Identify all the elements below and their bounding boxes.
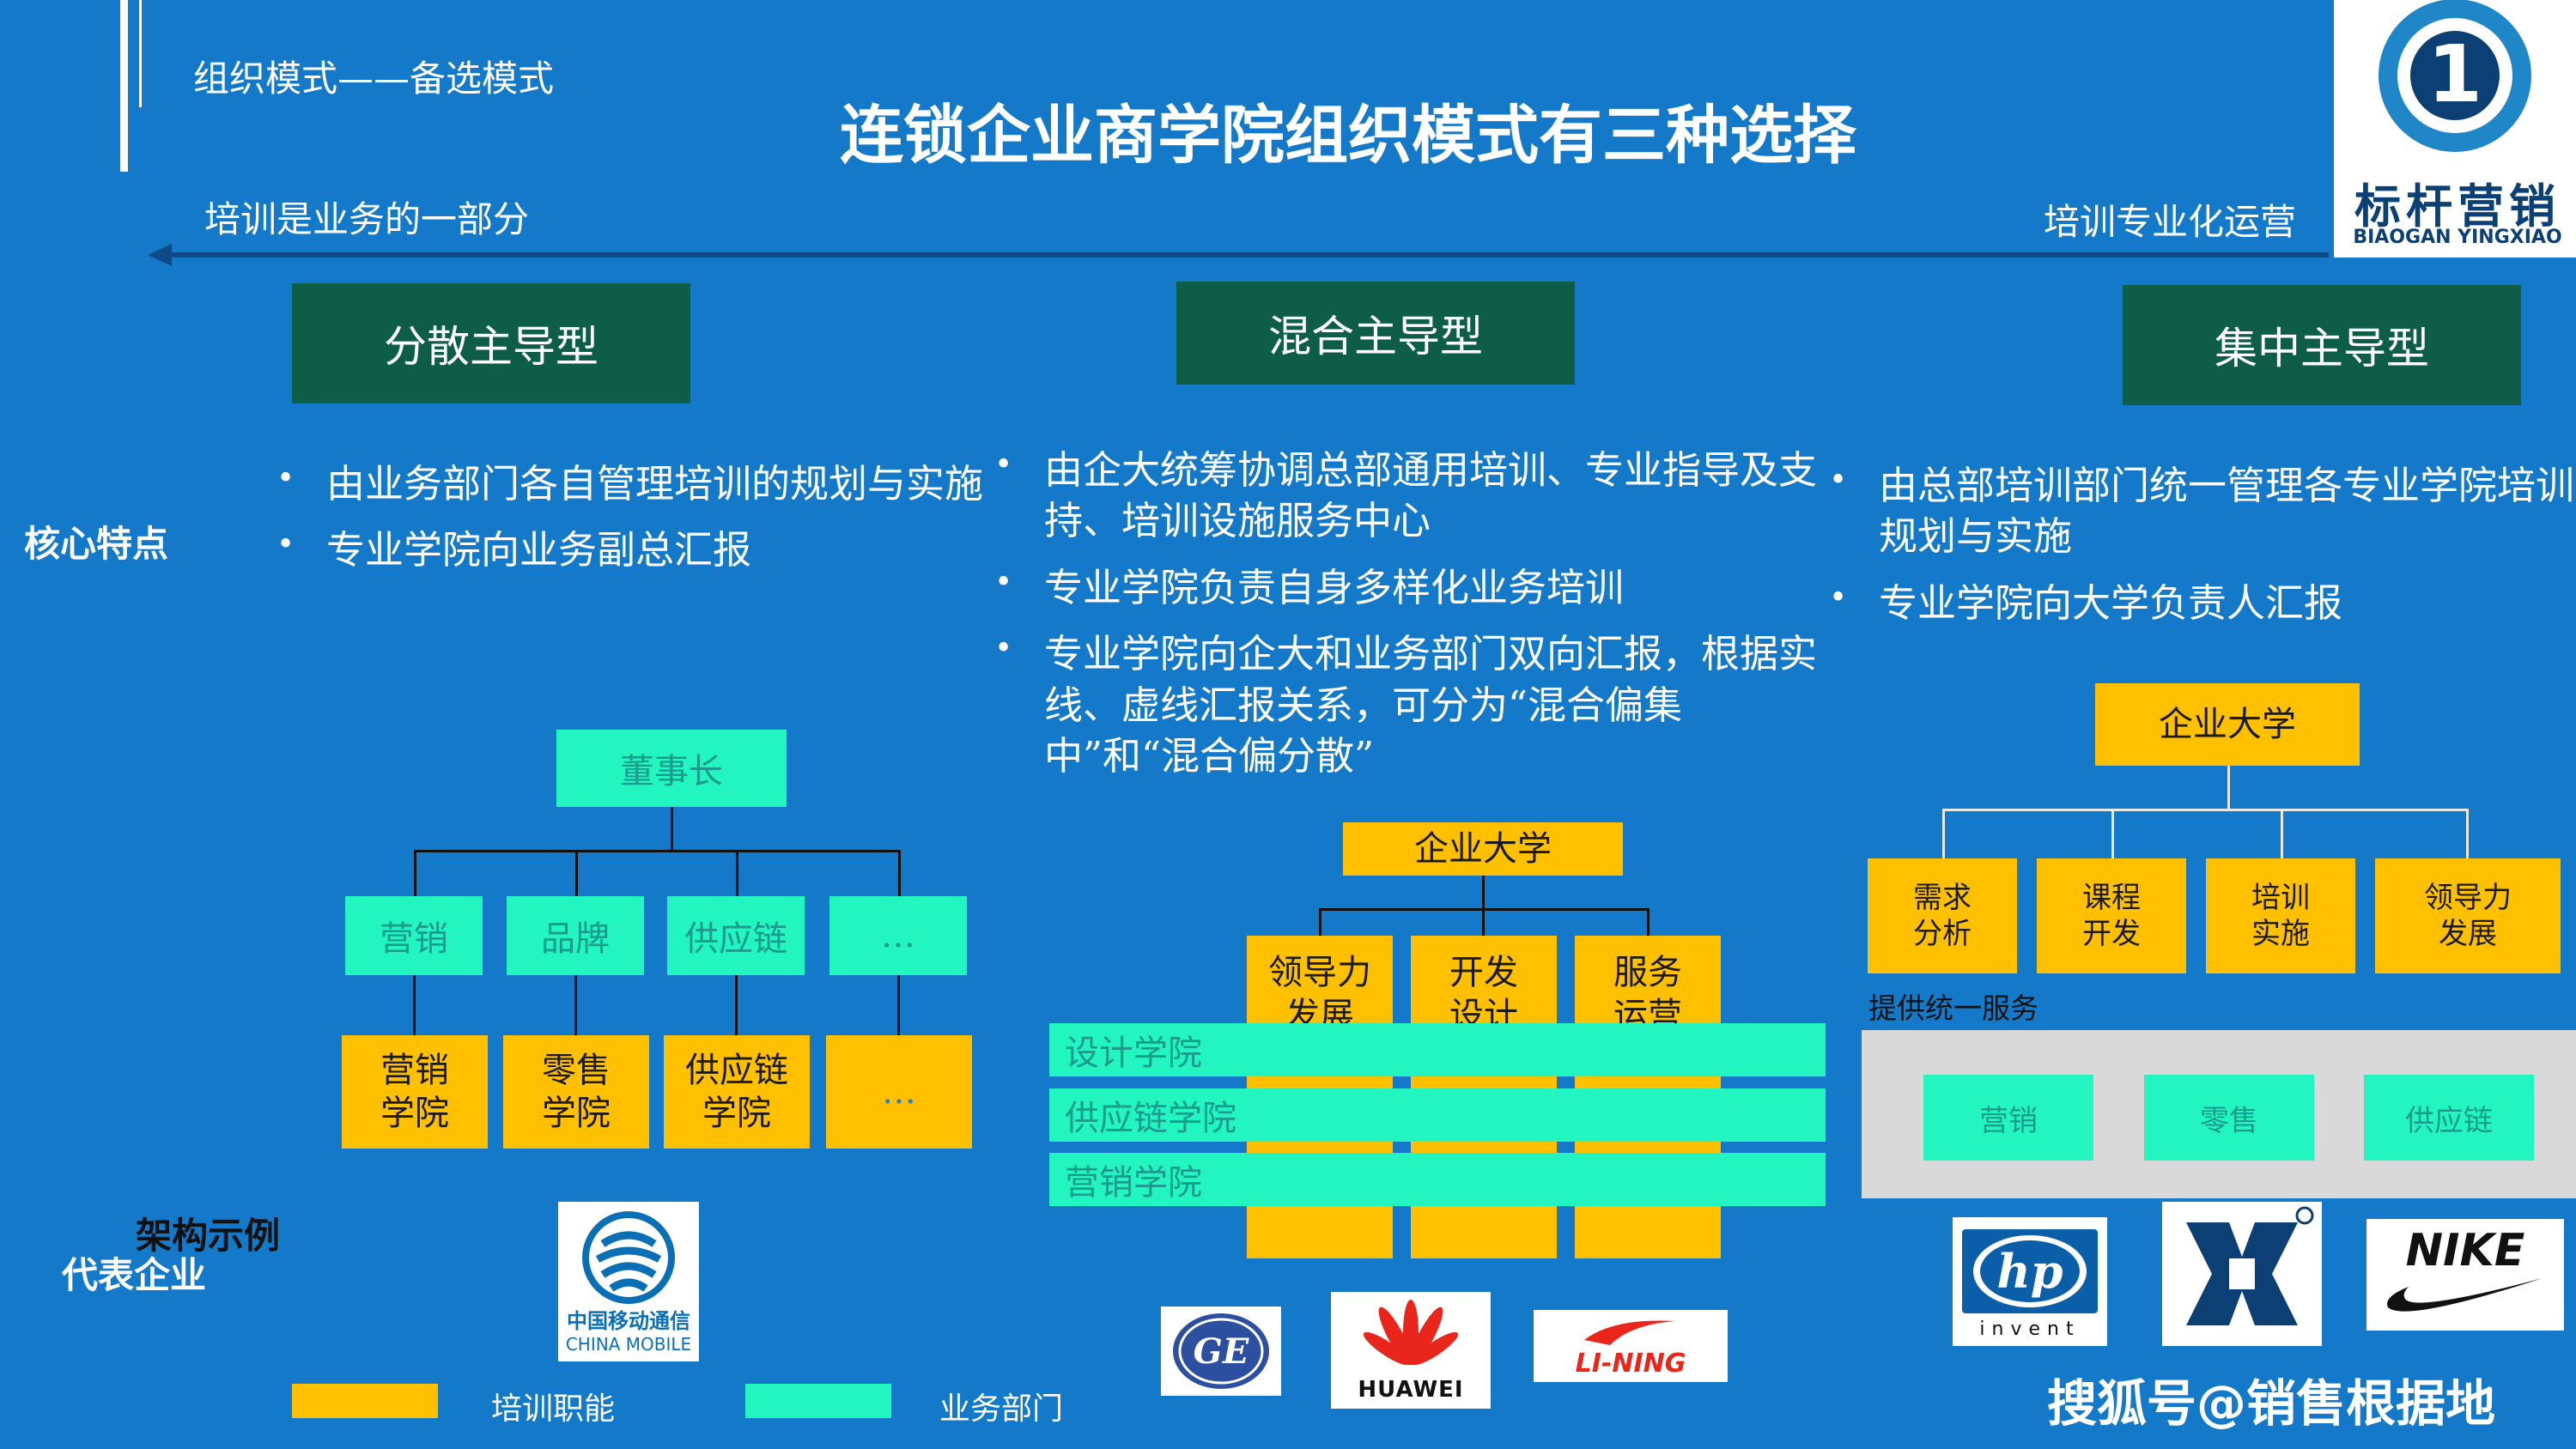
legend-business-label: 业务部门: [939, 1391, 1064, 1427]
hp-icon: hp: [1962, 1228, 2098, 1313]
bullet-item: 由业务部门各自管理培训的规划与实施: [276, 458, 998, 509]
ge-logo: GE: [1161, 1307, 1281, 1396]
scale-arrow: [148, 244, 2329, 266]
huawei-logo: HUAWEI: [1331, 1292, 1491, 1409]
brand-mark-icon: 1: [2379, 0, 2531, 152]
chart1-connector: [414, 850, 416, 896]
chart1-dept: …: [829, 896, 967, 975]
brand-mark: 1: [2427, 28, 2482, 120]
lining-icon: [1584, 1319, 1675, 1345]
hp-sub: invent: [1979, 1318, 2081, 1340]
huawei-icon: [1363, 1300, 1459, 1366]
chart1-connector: [897, 975, 900, 1035]
chart1-college: 零售 学院: [503, 1035, 649, 1149]
chart1-college: 营销 学院: [342, 1035, 488, 1149]
chart3-function: 课程 开发: [2037, 858, 2186, 973]
chart1-connector: [736, 850, 738, 896]
chart1-college: 供应链 学院: [664, 1035, 810, 1149]
chart2-college-bar: 供应链学院: [1049, 1088, 1826, 1142]
bullet-item: 专业学院向企大和业务部门双向汇报，根据实线、虚线汇报关系，可分为“混合偏集中”和…: [994, 628, 1827, 781]
china-mobile-logo: 中国移动通信 CHINA MOBILE: [558, 1202, 699, 1361]
watermark: 搜狐号@销售根据地: [2047, 1374, 2496, 1433]
core-features-label: 核心特点: [24, 523, 169, 565]
model-box-centralized: 集中主导型: [2123, 285, 2521, 405]
chart1-root: 董事长: [556, 730, 787, 807]
bullet-item: 由企大统筹协调总部通用培训、专业指导及支持、培训设施服务中心: [994, 445, 1827, 547]
ge-icon: GE: [1173, 1313, 1269, 1389]
bullet-item: 专业学院负责自身多样化业务培训: [994, 562, 1827, 613]
chart3-connector: [1942, 809, 1945, 858]
ge-text: GE: [1194, 1331, 1249, 1372]
chart3-unit: 零售: [2144, 1075, 2314, 1161]
china-mobile-en: CHINA MOBILE: [565, 1333, 692, 1355]
chart1-connector: [735, 975, 738, 1035]
chart2-root: 企业大学: [1343, 822, 1623, 876]
chart1-connector: [671, 807, 673, 852]
legend-training-swatch: [292, 1384, 438, 1418]
header-left-bar-thin: [139, 0, 142, 107]
china-mobile-cn: 中国移动通信: [567, 1308, 690, 1333]
anta-icon: [2186, 1206, 2314, 1325]
header-left-bar: [120, 0, 128, 172]
chart2-connector: [1319, 908, 1321, 936]
bullets-decentralized: 由业务部门各自管理培训的规划与实施 专业学院向业务副总汇报: [276, 458, 998, 591]
chart2-connector: [1647, 908, 1649, 936]
bullet-item: 专业学院向业务副总汇报: [276, 524, 998, 575]
arch-example-label: 架构示例: [136, 1215, 281, 1257]
model-box-decentralized: 分散主导型: [292, 283, 690, 403]
chart3-root: 企业大学: [2095, 683, 2360, 766]
chart1-connector: [898, 850, 901, 896]
page-title: 连锁企业商学院组织模式有三种选择: [840, 99, 1856, 173]
brand-logo: 1 标杆营销 BIAOGAN YINGXIAO: [2334, 0, 2576, 258]
hp-mark: hp: [1996, 1244, 2063, 1299]
huawei-text: HUAWEI: [1358, 1377, 1464, 1403]
chart3-function: 领导力 发展: [2375, 858, 2561, 973]
chart3-connector: [1942, 809, 2466, 811]
section-tag: 组织模式——备选模式: [193, 58, 555, 100]
legend-training-label: 培训职能: [491, 1391, 616, 1427]
bullet-item: 专业学院向大学负责人汇报: [1829, 578, 2576, 628]
lining-text: LI-NING: [1575, 1348, 1686, 1379]
chart1-dept: 供应链: [667, 896, 805, 975]
chart3-connector: [2111, 809, 2114, 858]
chart1-dept: 营销: [345, 896, 483, 975]
chart3-service-note: 提供统一服务: [1868, 991, 2038, 1025]
brand-name-en: BIAOGAN YINGXIAO: [2353, 227, 2562, 248]
bullets-hybrid: 由企大统筹协调总部通用培训、专业指导及支持、培训设施服务中心 专业学院负责自身多…: [994, 445, 1827, 797]
chart2-connector: [1482, 908, 1485, 936]
chart2-connector: [1482, 876, 1485, 910]
anta-logo: [2162, 1202, 2322, 1346]
chart3-connector: [2281, 809, 2283, 858]
nike-text: NIKE: [2405, 1225, 2525, 1276]
chart1-college: …: [826, 1035, 972, 1149]
chart1-dept: 品牌: [507, 896, 644, 975]
brand-name: 标杆营销: [2354, 179, 2561, 233]
chart1-connector: [575, 850, 578, 896]
chart3-unit: 营销: [1923, 1075, 2093, 1161]
chart2-college-bar: 营销学院: [1049, 1153, 1826, 1206]
scale-right-label: 培训专业化运营: [2044, 201, 2297, 243]
bullets-centralized: 由总部培训部门统一管理各专业学院培训规划与实施 专业学院向大学负责人汇报: [1829, 460, 2576, 644]
nike-swoosh-icon: [2387, 1278, 2543, 1312]
chart3-connector: [2227, 766, 2230, 810]
chart3-unit: 供应链: [2364, 1075, 2534, 1161]
chart3-function: 需求 分析: [1868, 858, 2017, 973]
china-mobile-icon: [582, 1210, 675, 1304]
hp-logo: hp invent: [1953, 1217, 2107, 1346]
chart3-function: 培训 实施: [2206, 858, 2355, 973]
chart3-connector: [2466, 809, 2469, 858]
legend-business-swatch: [745, 1384, 891, 1418]
model-box-hybrid: 混合主导型: [1176, 282, 1575, 385]
bullet-item: 由总部培训部门统一管理各专业学院培训规划与实施: [1829, 460, 2576, 562]
chart1-connector: [414, 850, 900, 852]
representative-label: 代表企业: [62, 1254, 207, 1296]
chart1-connector: [413, 975, 416, 1035]
chart2-college-bar: 设计学院: [1049, 1023, 1826, 1076]
nike-logo: NIKE: [2366, 1219, 2564, 1331]
chart1-connector: [574, 975, 577, 1035]
lining-logo: LI-NING: [1534, 1310, 1728, 1382]
scale-left-label: 培训是业务的一部分: [204, 198, 530, 240]
